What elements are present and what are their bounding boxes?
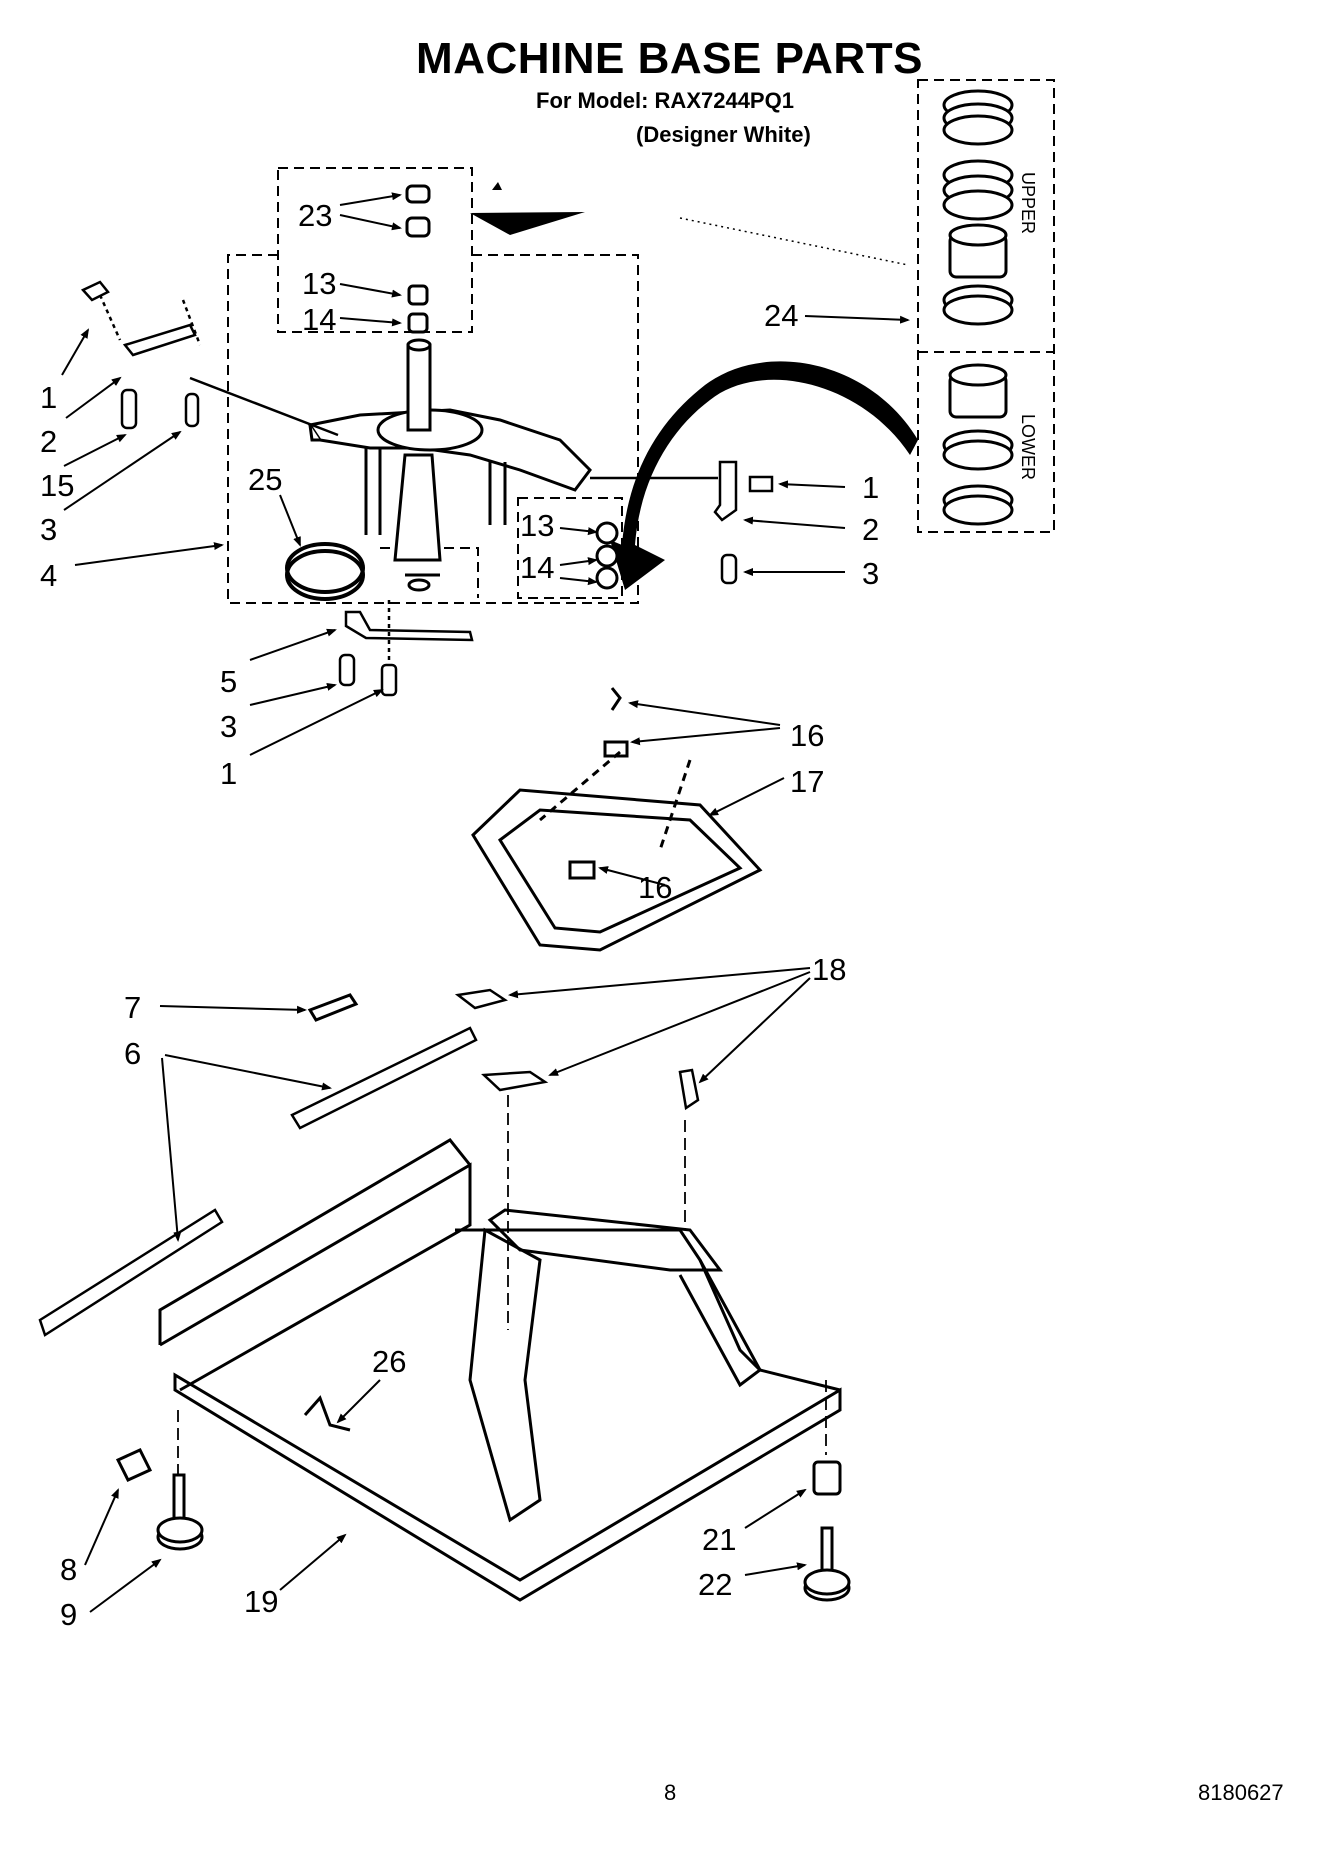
transmission-assembly [307,338,592,592]
left-bracket-parts [80,280,339,437]
callout-6: 6 [124,1036,141,1071]
callout-14-upper: 14 [302,302,336,337]
upper-label: UPPER [1018,172,1038,234]
callout-1-left: 1 [40,380,57,415]
document-number: 8180627 [1198,1780,1284,1805]
callout-7: 7 [124,990,141,1025]
callout-3-bottom: 3 [220,709,237,744]
callout-5: 5 [220,664,237,699]
callout-19: 19 [244,1584,278,1619]
callout-2-right: 2 [862,512,879,547]
callout-1-right: 1 [862,470,879,505]
spring-7 [307,993,359,1022]
suspension-frame [471,687,763,952]
callout-8: 8 [60,1552,77,1587]
callout-13-lower: 13 [520,508,554,543]
bearing-kit-box [917,79,1055,533]
bearing-upper-parts [942,89,1014,326]
lower-label: LOWER [1018,414,1038,480]
callout-26: 26 [372,1344,406,1379]
callout-16-top: 16 [790,718,824,753]
callout-15: 15 [40,468,74,503]
callout-13-upper: 13 [302,266,336,301]
leader-lines [61,192,910,1613]
callout-3-left: 3 [40,512,57,547]
cabinet-base [158,1138,842,1602]
callout-numbers: 23 13 14 1 2 15 3 4 25 24 1 2 3 13 14 5 … [40,198,879,1632]
tub-ring [285,542,365,601]
callout-9: 9 [60,1597,77,1632]
right-bracket-parts [590,460,774,585]
callout-16-frame: 16 [638,870,672,905]
center-lines [177,1095,827,1510]
callout-3-right: 3 [862,556,879,591]
curved-arrow [610,361,918,590]
callout-21: 21 [702,1522,736,1557]
clips [454,988,700,1111]
callout-24: 24 [764,298,798,333]
callout-22: 22 [698,1567,732,1602]
callout-2-left: 2 [40,424,57,459]
clip-26 [303,1395,351,1432]
model-line: For Model: RAX7244PQ1 [536,88,794,113]
bearing-lower-parts [942,363,1014,526]
callout-18: 18 [812,952,846,987]
callout-23: 23 [298,198,332,233]
callout-25: 25 [248,462,282,497]
wedge-arrow [470,212,585,235]
page-number: 8 [664,1780,677,1805]
lower-bracket-parts [338,600,474,697]
callout-14-lower: 14 [520,550,554,585]
page-title: MACHINE BASE PARTS [416,34,923,83]
drive-cams [405,184,619,590]
callout-4: 4 [40,558,57,593]
callout-1-bottom: 1 [220,756,237,791]
callout-17: 17 [790,764,824,799]
leveling-feet [115,1448,851,1602]
color-line: (Designer White) [636,122,811,147]
